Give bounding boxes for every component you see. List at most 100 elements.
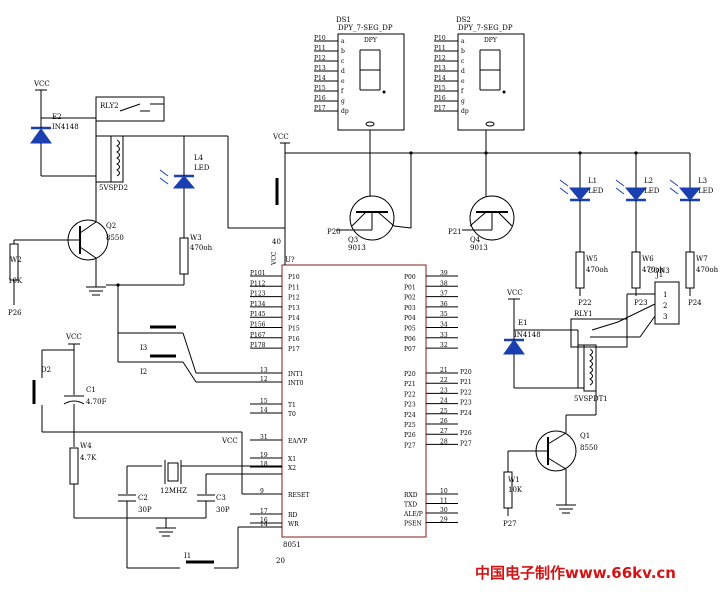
display-common (365, 121, 375, 127)
watermark: 中国电子制作www.66kv.cn (475, 564, 676, 582)
mcu-pin-p05: P05 (404, 326, 416, 333)
mcu-pin-p07: P07 (404, 346, 416, 353)
display-seg: d (341, 68, 345, 75)
display-seg: c (461, 58, 465, 65)
display-part: DPY_7-SEG_DP (338, 24, 393, 32)
display-pin: P11 (314, 45, 326, 52)
left-net-3: P134 (250, 301, 266, 308)
display-seg: dp (341, 108, 349, 115)
display-label: DPY (484, 37, 498, 44)
display-seg: b (461, 48, 465, 55)
mcu-pin-reset: RESET (288, 492, 309, 499)
mcu-pin-p01: P01 (404, 284, 416, 291)
left-net-6: P167 (250, 332, 266, 339)
display-pin: P10 (434, 35, 446, 42)
display-seg: e (461, 78, 465, 85)
display-seg: d (461, 68, 465, 75)
mcu-pin-x1: X1 (288, 456, 296, 463)
c2-ref: C2 (138, 494, 148, 502)
d2-ref: D2 (41, 366, 51, 374)
w4-value: 4.7K (80, 454, 97, 462)
mcu-pin-p27: P27 (404, 442, 416, 449)
display-pin: P11 (434, 45, 446, 52)
vcc-label-left: VCC (33, 80, 50, 88)
c3-value: 30P (216, 506, 230, 514)
display-ref: DS1 (336, 16, 351, 24)
rly1-ref: RLY1 (574, 310, 593, 318)
mcu-pinnum-p01: 38 (440, 280, 448, 287)
e1-ref: E1 (518, 319, 528, 327)
l4-part: LED (194, 164, 210, 172)
q2-ref: Q2 (106, 222, 116, 230)
mcu-pin-p14: P14 (288, 315, 300, 322)
display-pin: P13 (434, 65, 446, 72)
c1-value: 4.70F (86, 398, 107, 406)
e2-part: IN4148 (52, 123, 79, 131)
q4-ref: Q4 (470, 236, 481, 244)
led-ref: L2 (644, 177, 653, 185)
mcu-pinnum-ea: 31 (260, 434, 268, 441)
relay-rly1-section: VCC E1 IN4148 RLY1 5VSPDT1 J1 CON3 1 2 3 (503, 267, 680, 528)
display-pin: P15 (314, 85, 326, 92)
display-pin: P14 (314, 75, 326, 82)
led-part: LED (644, 187, 660, 195)
mcu-part: 8051 (283, 541, 301, 549)
mcu-pinnum-wr: 16 (260, 517, 268, 524)
j1-part: CON3 (648, 267, 670, 275)
mcu-pin20: 20 (276, 557, 285, 565)
resistor-ref: W6 (642, 255, 654, 263)
resistor-ref: W7 (696, 255, 708, 263)
mcu-pin-rd: RD (288, 512, 298, 519)
mcu-pin14: 14 (260, 521, 268, 528)
q2-part: 8550 (106, 234, 124, 242)
mcu-pinnum-p05: 34 (440, 322, 448, 329)
rly2-ref: RLY2 (100, 102, 119, 110)
relay-rly2-section: VCC E2 IN4148 5VSPD2 RLY2 L4 LED (8, 80, 229, 317)
mcu-pin-p04: P04 (404, 315, 416, 322)
resistor-net: P24 (688, 299, 702, 307)
display-seg: g (461, 98, 465, 105)
w2-ref: W2 (10, 256, 22, 264)
ea-net: VCC (221, 437, 238, 445)
display-pin: P14 (434, 75, 446, 82)
w1-value: 10K (508, 486, 523, 494)
display-pin: P16 (314, 95, 326, 102)
mcu-pinnum-p21: 22 (440, 377, 448, 384)
mcu-net-p23: P23 (460, 400, 472, 407)
mcu-net-p20: P20 (460, 369, 472, 376)
j1-pin1: 1 (663, 291, 667, 299)
mcu-pin-p16: P16 (288, 336, 300, 343)
w2-value: 10K (8, 277, 23, 285)
display-pin: P16 (434, 95, 446, 102)
q3-ref: Q3 (348, 236, 358, 244)
left-net-4: P145 (250, 311, 266, 318)
mcu-pin-t0: T0 (288, 411, 296, 418)
mcu-net-p22: P22 (460, 389, 472, 396)
mcu-pinnum-p07: 32 (440, 342, 448, 349)
mcu-pinnum-t0: 14 (260, 407, 268, 414)
display-ref: DS2 (456, 16, 471, 24)
mcu-pinnum-psen: 29 (440, 517, 448, 524)
mcu-pin-ea: EA/VP (288, 438, 307, 445)
crystal-value: 12MHZ (160, 487, 187, 495)
display-pin: P17 (434, 105, 446, 112)
mcu-right-pins: P0039P0138P0237P0336P0435P0534P0633P0732… (403, 270, 472, 528)
display-seg: f (341, 88, 344, 95)
left-net-2: P123 (250, 291, 266, 298)
mcu-pinnum-p20: 21 (440, 367, 448, 374)
left-net-7: P178 (250, 342, 266, 349)
mcu-net-p26: P26 (460, 430, 472, 437)
mcu-pinnum-x1: 19 (260, 452, 268, 459)
c3-ref: C3 (216, 494, 226, 502)
display-pin: P17 (314, 105, 326, 112)
q1-ref: Q1 (580, 432, 590, 440)
mcu-pin-p15: P15 (288, 326, 300, 333)
led-ref: L3 (698, 177, 707, 185)
e2-ref: E2 (52, 113, 62, 121)
resistor-net: P22 (578, 299, 592, 307)
q3-base-net: P20 (327, 228, 341, 236)
left-net-1: P112 (250, 280, 266, 287)
mcu-pin-p00: P00 (404, 274, 416, 281)
c2-value: 30P (138, 506, 152, 514)
